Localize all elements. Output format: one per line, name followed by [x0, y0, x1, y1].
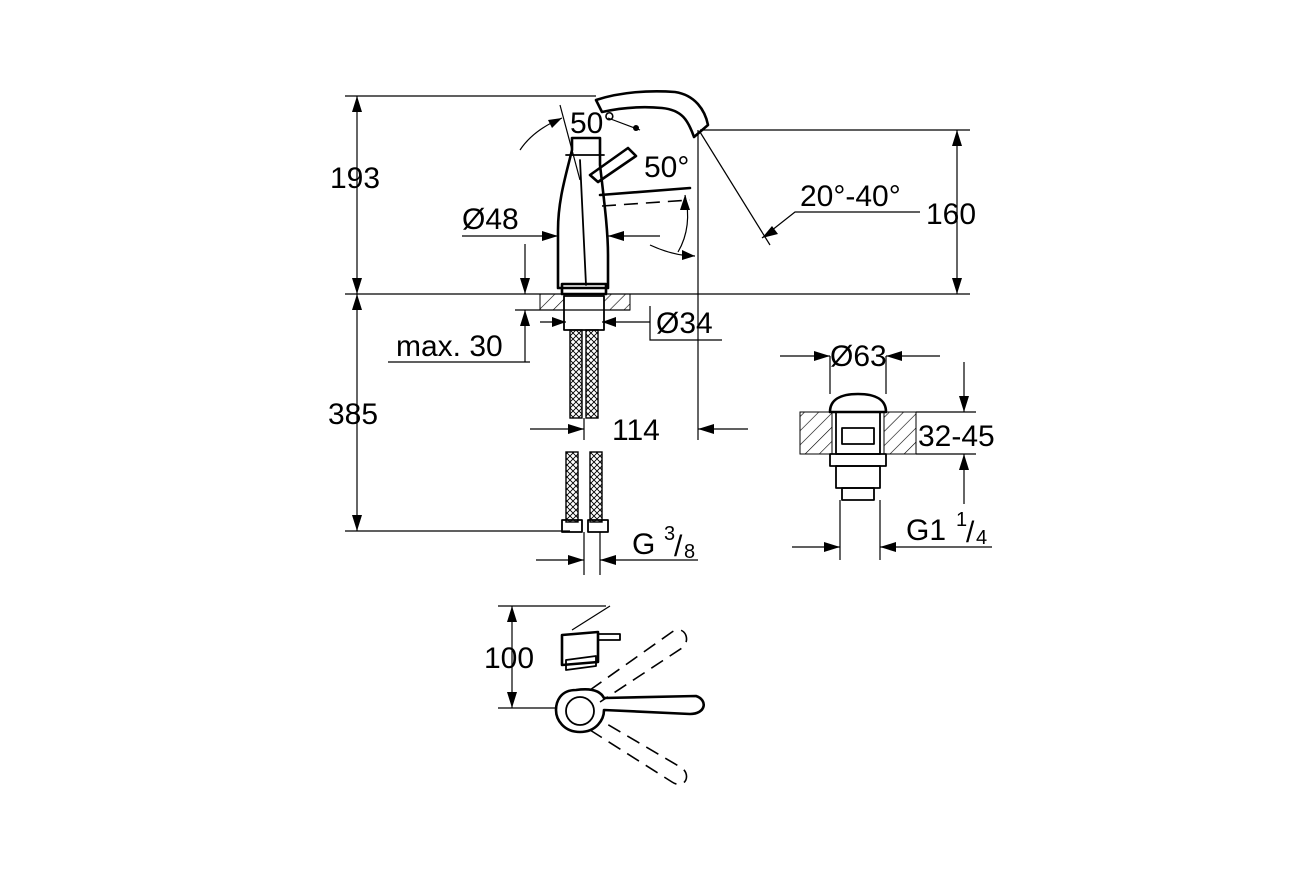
height-total-label: 193 [330, 162, 380, 195]
connection-slash: / [674, 530, 683, 563]
connection-main-label: G [632, 528, 655, 561]
waste-assembly [799, 392, 917, 560]
deck-section [539, 293, 631, 331]
dimension-waste-diameter [780, 351, 940, 394]
projection-label: 114 [612, 414, 660, 447]
tap-body [556, 89, 710, 296]
waste-thread-slash: / [966, 516, 975, 549]
plan-view [498, 605, 705, 786]
plan-depth-label: 100 [484, 642, 534, 675]
waste-diameter-label: Ø63 [830, 340, 887, 373]
waste-thread-main-label: G1 [906, 514, 946, 547]
waste-thread-num-label: 1 [956, 509, 967, 531]
lever-angle-side-label: 50° [644, 151, 689, 184]
dimension-spout-height [700, 129, 970, 294]
dimension-max-deck [388, 244, 555, 363]
hose-length-label: 385 [328, 398, 378, 431]
lever-angle-top-label: 50° [570, 107, 615, 140]
max-deck-label: max. 30 [396, 330, 503, 363]
base-diameter-label: Ø34 [656, 307, 713, 340]
dimension-projection [530, 294, 748, 440]
spout-height-label: 160 [926, 198, 976, 231]
body-diameter-label: Ø48 [462, 203, 519, 236]
waste-deck-label: 32-45 [918, 420, 995, 453]
dimension-lever-angles [519, 104, 696, 260]
dimension-heights [345, 95, 596, 532]
connection-num-label: 3 [664, 523, 675, 545]
supply-hoses [561, 329, 609, 575]
dimension-waste-thread [792, 542, 992, 552]
dimension-swivel [697, 130, 920, 294]
dimension-waste-deck [916, 362, 976, 504]
swivel-angle-label: 20°-40° [800, 180, 901, 213]
waste-thread-den-label: 4 [976, 527, 987, 549]
dimension-connection [536, 555, 698, 565]
connection-den-label: 8 [684, 541, 695, 563]
dimension-body-diameter [462, 231, 660, 241]
